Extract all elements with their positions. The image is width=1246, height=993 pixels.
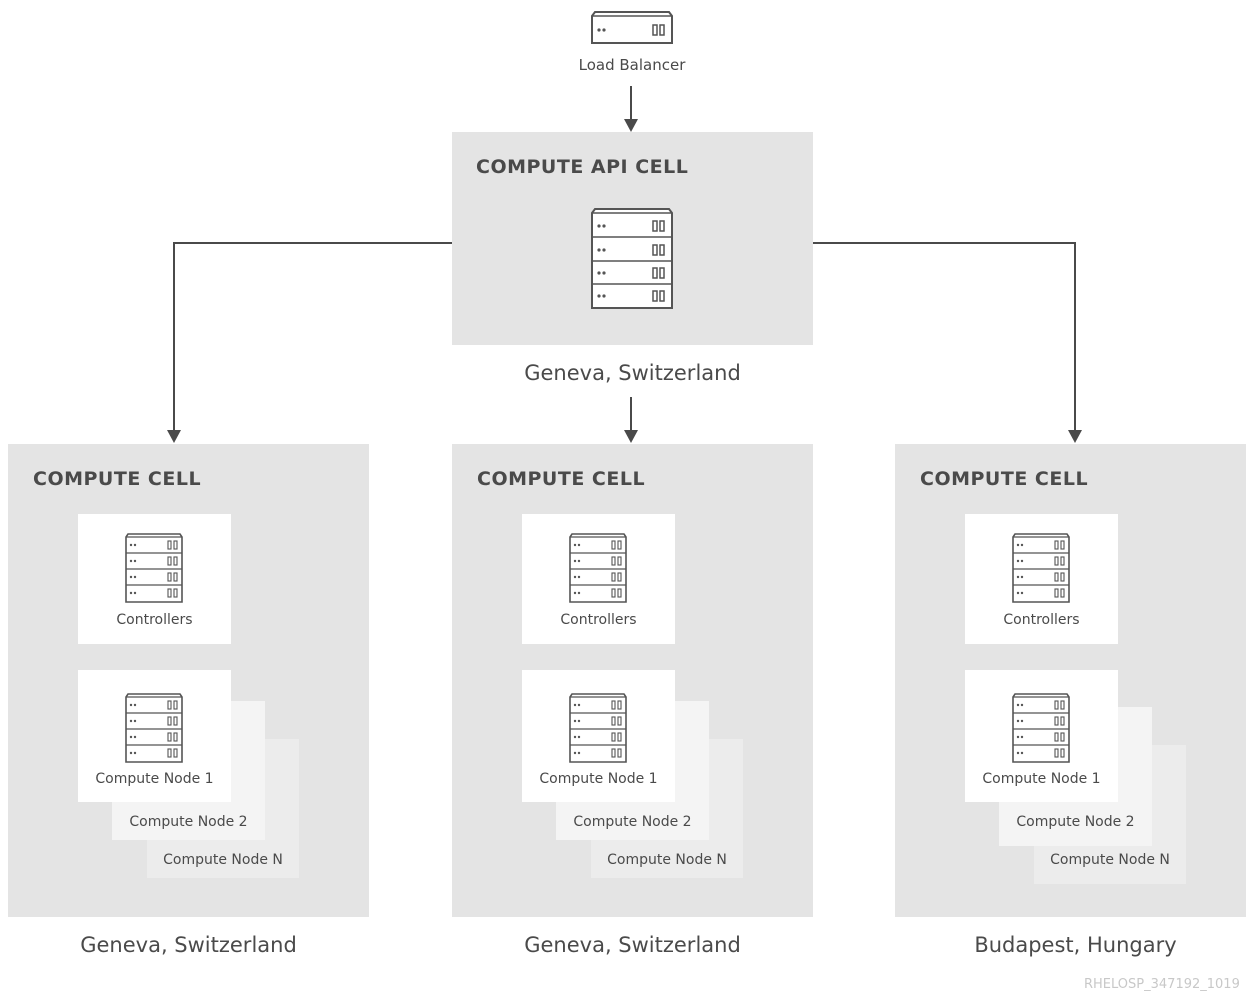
arrow-api-to-cell-1 xyxy=(173,242,452,431)
compute-node-2-label: Compute Node 2 xyxy=(129,814,248,830)
controllers-card: Controllers xyxy=(78,514,231,644)
compute-node-1-card: Compute Node 1 xyxy=(965,670,1118,802)
compute-node-server-icon xyxy=(1012,693,1070,763)
arrow-cell-2-head xyxy=(624,430,638,443)
compute-cell-title: COMPUTE CELL xyxy=(920,468,1089,490)
controllers-server-icon xyxy=(125,533,183,603)
compute-node-1-label: Compute Node 1 xyxy=(95,771,214,787)
compute-node-2-label: Compute Node 2 xyxy=(573,814,692,830)
arrow-lb-head xyxy=(624,119,638,132)
compute-cell-location: Geneva, Switzerland xyxy=(524,933,741,957)
api-cell-location: Geneva, Switzerland xyxy=(524,361,741,385)
compute-node-n-label: Compute Node N xyxy=(1050,852,1170,868)
compute-node-server-icon xyxy=(569,693,627,763)
load-balancer-server-icon xyxy=(591,11,673,44)
controllers-server-icon xyxy=(569,533,627,603)
controllers-card: Controllers xyxy=(965,514,1118,644)
controllers-server-icon xyxy=(1012,533,1070,603)
controllers-card: Controllers xyxy=(522,514,675,644)
compute-cell-title: COMPUTE CELL xyxy=(477,468,646,490)
controllers-label: Controllers xyxy=(116,612,193,628)
compute-cell-location: Geneva, Switzerland xyxy=(80,933,297,957)
compute-cell-location: Budapest, Hungary xyxy=(974,933,1177,957)
api-cell-title: COMPUTE API CELL xyxy=(476,156,689,178)
arrow-cell-1-head xyxy=(167,430,181,443)
compute-cell-title: COMPUTE CELL xyxy=(33,468,202,490)
compute-node-n-label: Compute Node N xyxy=(163,852,283,868)
compute-node-1-label: Compute Node 1 xyxy=(539,771,658,787)
controllers-label: Controllers xyxy=(1003,612,1080,628)
compute-node-1-label: Compute Node 1 xyxy=(982,771,1101,787)
compute-node-1-card: Compute Node 1 xyxy=(78,670,231,802)
arrow-api-to-cell-3 xyxy=(812,242,1076,431)
compute-node-n-label: Compute Node N xyxy=(607,852,727,868)
api-server-rack-icon xyxy=(591,208,673,309)
controllers-label: Controllers xyxy=(560,612,637,628)
figure-id: RHELOSP_347192_1019 xyxy=(1084,977,1240,992)
compute-node-1-card: Compute Node 1 xyxy=(522,670,675,802)
compute-node-server-icon xyxy=(125,693,183,763)
load-balancer-label: Load Balancer xyxy=(578,56,686,74)
arrow-cell-3-head xyxy=(1068,430,1082,443)
compute-node-2-label: Compute Node 2 xyxy=(1016,814,1135,830)
